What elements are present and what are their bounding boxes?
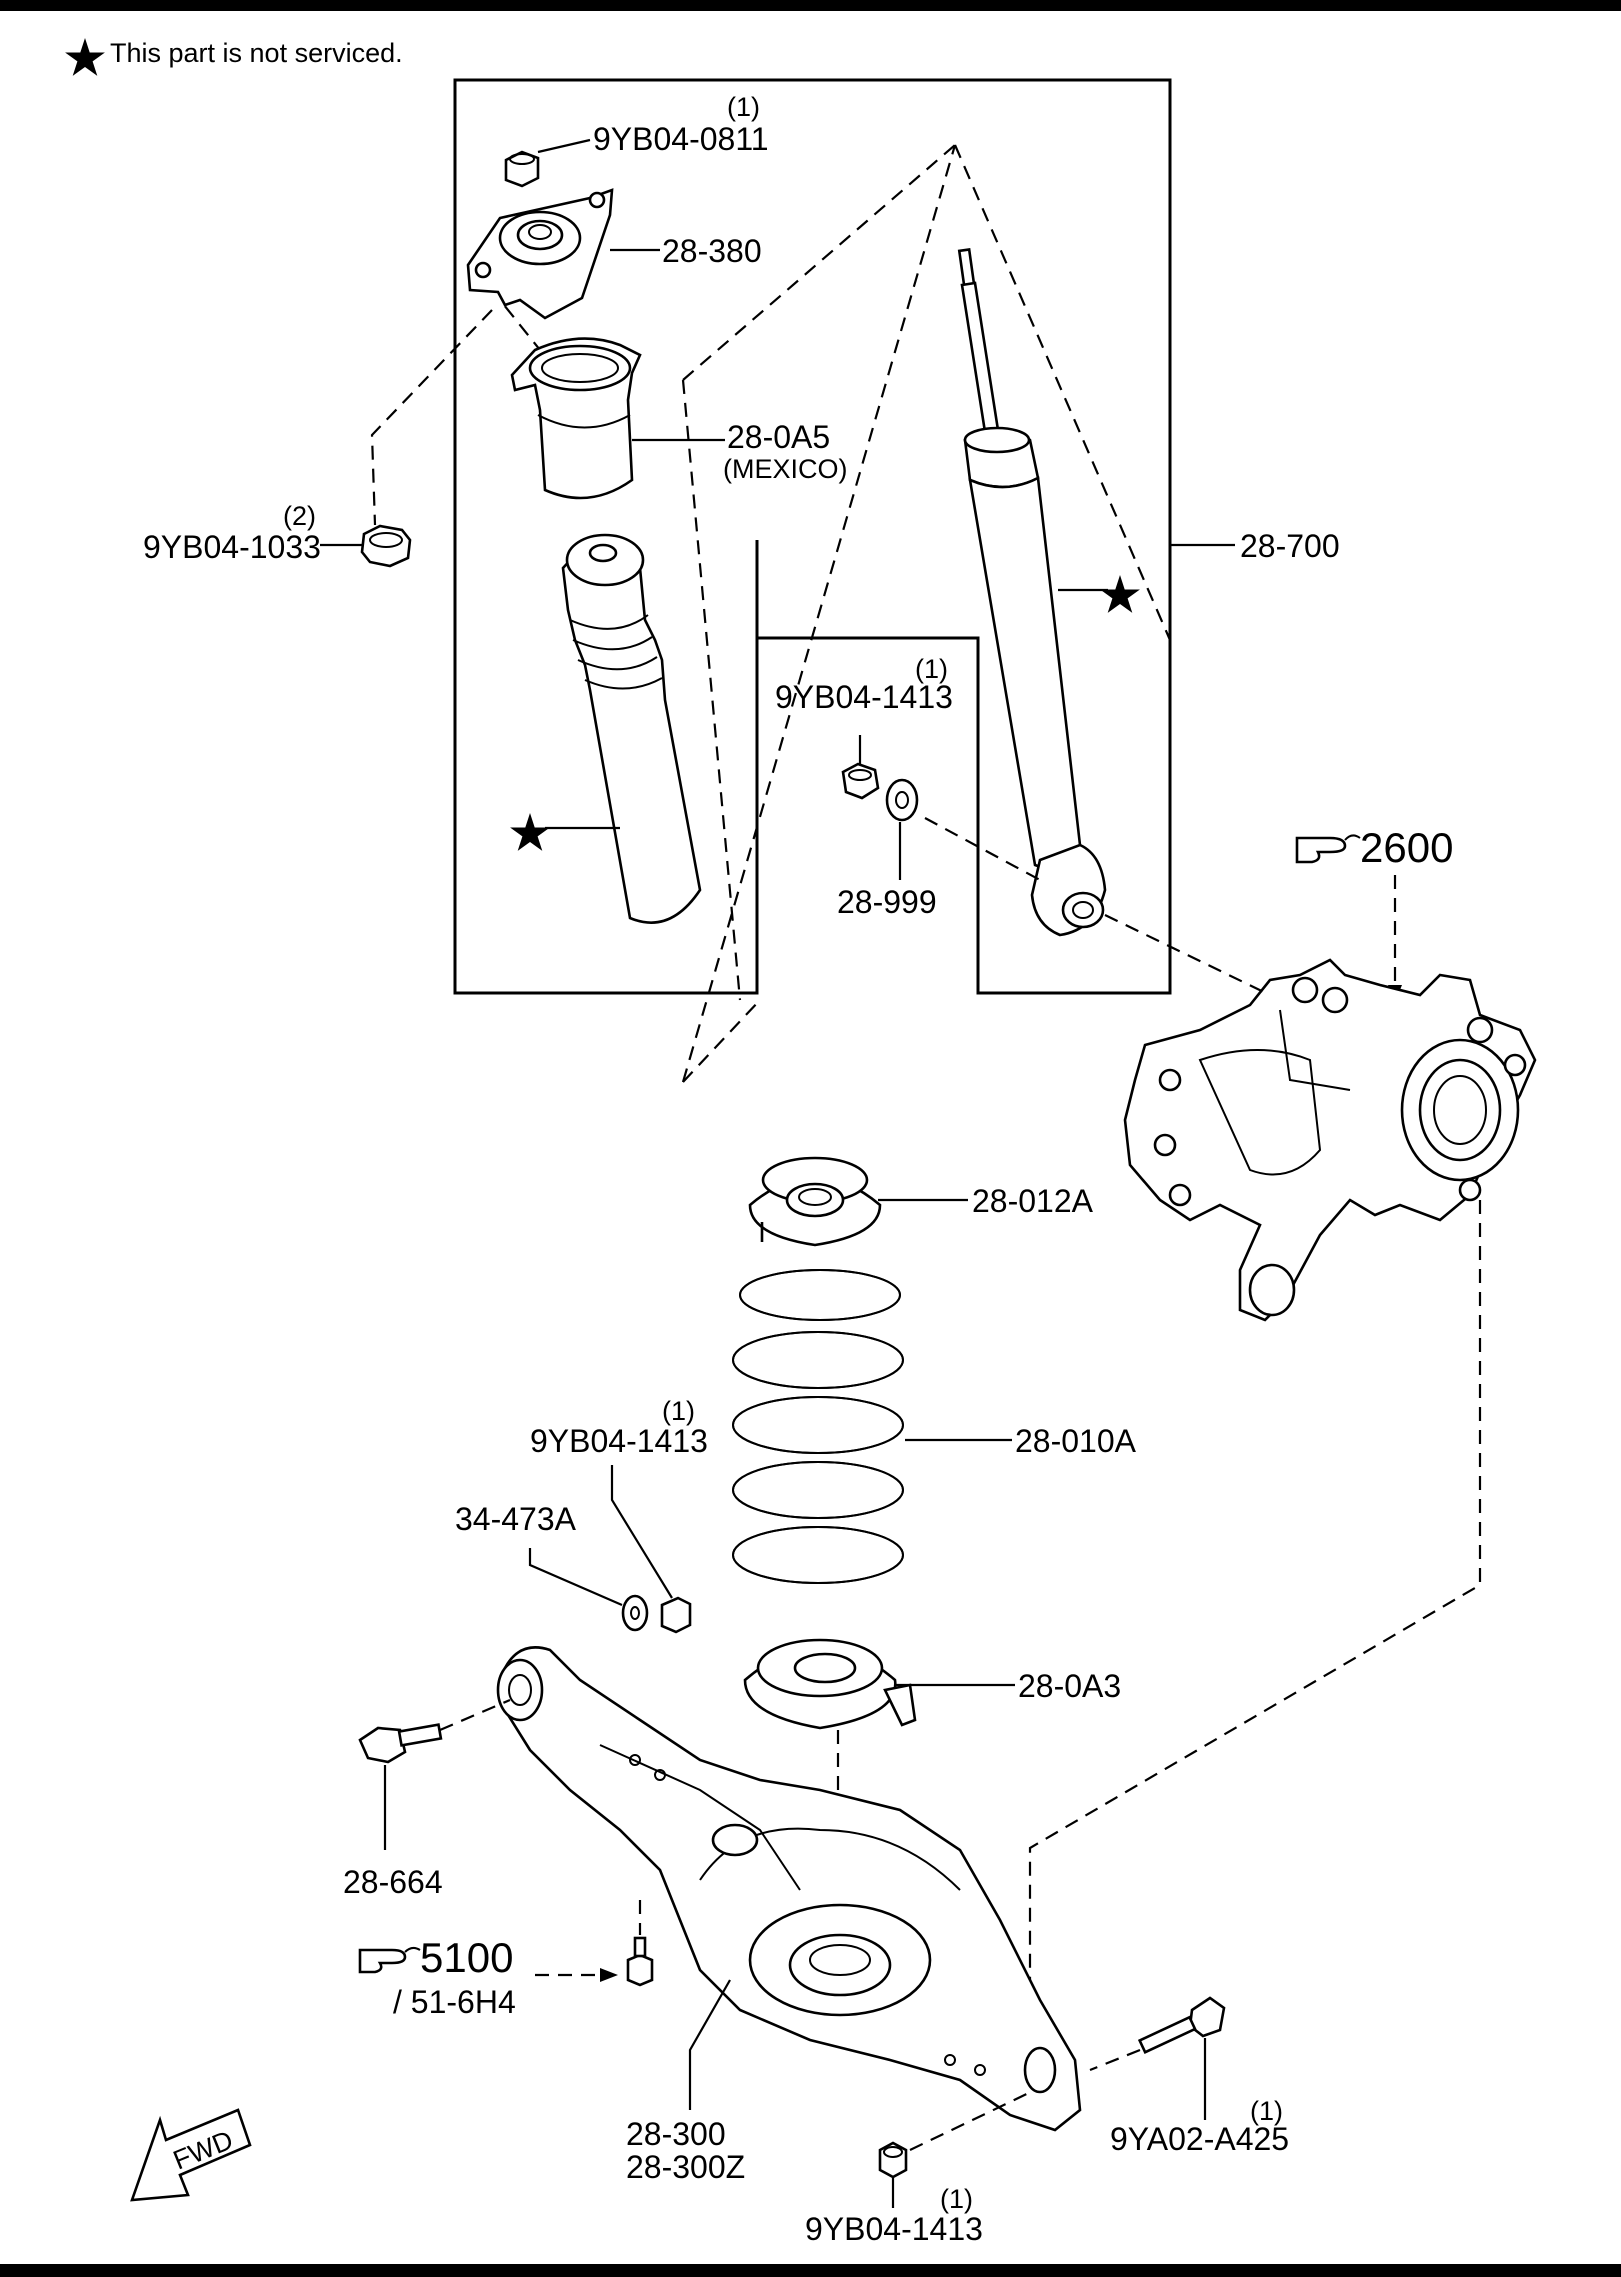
star-icon [65,38,105,76]
washer[interactable]: 28-999 [837,778,1041,920]
nut-top[interactable]: (1) 9YB04-0811 [504,92,769,188]
dust-cover-part-no: 28-0A5 [727,419,830,455]
bottom-nut[interactable]: (1) 9YB04-1413 [805,2089,1036,2247]
nut-side-part-no: 9YB04-1033 [143,529,321,565]
nut-side[interactable]: (2) 9YB04-1033 [143,501,412,568]
arm-washer-part-no: 34-473A [455,1501,577,1537]
bottom-nut-qty: (1) [940,2184,973,2214]
strut-mount[interactable]: 28-380 [466,188,762,320]
fwd-arrow-icon: FWD [130,2108,252,2202]
star-icon [1100,575,1140,613]
dust-cover-note: (MEXICO) [723,454,848,484]
pointing-hand-icon [358,1946,421,1974]
upper-seat-part-no: 28-012A [972,1183,1094,1219]
front-bolt[interactable]: 28-664 [343,1698,511,1900]
bolt-ref[interactable]: 5100 / 51-6H4 [358,1900,654,2020]
bottom-border-bar [0,2264,1621,2277]
legend: This part is not serviced. [65,38,403,76]
shock-absorber[interactable]: 28-700 [957,248,1340,937]
arm-nut-qty: (1) [662,1396,695,1426]
mount-part-no: 28-380 [662,233,762,269]
arm-nut-part-no: 9YB04-1413 [530,1423,708,1459]
coil-spring[interactable]: 28-010A [732,1269,1137,1584]
bottom-nut-part-no: 9YB04-1413 [805,2211,983,2247]
star-icon [510,813,550,851]
dust-cover[interactable]: 28-0A5 (MEXICO) [510,337,848,500]
top-border-bar [0,0,1621,11]
knuckle-ref-number: 2600 [1360,824,1453,871]
shock-part-no: 28-700 [1240,528,1340,564]
lower-shock-nut-qty: (1) [915,654,948,684]
lower-control-arm[interactable]: 28-300 28-300Z [496,1646,1082,2185]
nut-top-part-no: 9YB04-0811 [593,121,769,157]
arm-nut[interactable]: (1) 9YB04-1413 [530,1396,708,1634]
rear-bolt-qty: (1) [1250,2096,1283,2126]
knuckle-shock-dash [1104,914,1271,996]
washer-part-no: 28-999 [837,884,937,920]
arm-washer[interactable]: 34-473A [455,1501,649,1632]
upper-spring-seat[interactable]: 28-012A [748,1156,1094,1247]
lower-seat-part-no: 28-0A3 [1018,1668,1121,1704]
knuckle [1123,958,1537,1322]
bolt-ref-number: 5100 [420,1934,513,1981]
rear-bolt-part-no: 9YA02-A425 [1110,2121,1289,2157]
coil-spring-part-no: 28-010A [1015,1423,1137,1459]
lower-arm-part-no-1: 28-300 [626,2116,726,2152]
bump-stop-boot[interactable] [510,533,702,924]
rear-bolt[interactable]: (1) 9YA02-A425 [1089,1996,1289,2157]
kit-frame [453,78,1172,995]
lower-shock-nut[interactable]: (1) 9YB04-1413 [775,654,953,800]
nut-top-qty: (1) [727,92,760,122]
lower-shock-nut-part-no: 9YB04-1413 [775,679,953,715]
front-bolt-part-no: 28-664 [343,1864,443,1900]
lower-spring-seat[interactable]: 28-0A3 [743,1638,1121,1730]
star-note-text: This part is not serviced. [110,38,403,68]
bolt-ref-sub: / 51-6H4 [393,1984,516,2020]
knuckle-arm-dash [1028,1200,1482,2000]
lower-arm-part-no-2: 28-300Z [626,2149,745,2185]
nut-side-qty: (2) [283,501,316,531]
pointing-hand-icon [1295,834,1361,864]
